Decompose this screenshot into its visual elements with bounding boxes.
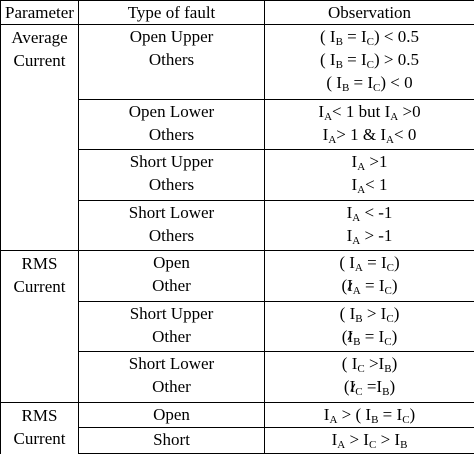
observation-line: IA > -1	[346, 225, 393, 247]
observation-line: IA< 1 but IA >0	[318, 102, 421, 124]
fault-type-line: Short Upper	[129, 152, 214, 172]
fault-type-line: Short Upper	[129, 303, 214, 323]
observation-line: IA > ( IB = IC)	[323, 404, 416, 426]
observation-cell: ( IB > IC)(IB = IC)	[264, 300, 474, 352]
fault-type-line: Short Lower	[128, 354, 215, 374]
table-row: Short IA > IC > IB	[1, 427, 474, 454]
observation-cell: ( IA = IC)(IA = IC)	[264, 250, 474, 302]
fault-type-line: Others	[148, 50, 195, 69]
header-observation: Observation	[264, 0, 474, 25]
observation-cell: IA > IC > IB	[264, 427, 474, 454]
parameter-line: RMS	[21, 254, 58, 274]
fault-type-line: Short	[153, 430, 190, 450]
fault-type-cell: Short	[78, 427, 265, 454]
parameter-line: Current	[13, 51, 66, 70]
fault-type-line: Others	[148, 125, 195, 145]
observation-line: ( IB > IC)	[339, 303, 400, 325]
table-row: RMS Current Open IA > ( IB = IC)	[0, 401, 474, 454]
observation-line: IA < -1	[346, 202, 393, 224]
observation-cell: ( IB = IC) < 0.5( IB = IC) > 0.5( IB = I…	[264, 23, 474, 100]
observation-line: ( IC >IB)	[341, 354, 398, 376]
fault-type-line: Other	[152, 377, 191, 397]
fault-type-line: Other	[152, 276, 191, 296]
observation-line: ( IB = IC) > 0.5	[319, 50, 420, 71]
fault-type-line: Others	[148, 225, 195, 245]
parameter-line: RMS	[21, 405, 58, 425]
fault-type-line: Open	[153, 253, 190, 273]
observation-line: IA< 1	[351, 175, 388, 197]
observation-line: (IC =IB)	[343, 377, 396, 399]
observation-line: ( IB = IC) < 0.5	[319, 27, 420, 48]
observation-line: IA> 1 & IA< 0	[322, 125, 417, 147]
observation-line: IA >1	[351, 152, 388, 174]
parameter-line: Current	[13, 428, 66, 448]
fault-type-line: Other	[152, 326, 191, 346]
fault-type-line: Open Lower	[128, 102, 215, 122]
fault-type-line: Open Upper	[129, 27, 214, 46]
observation-cell: IA > ( IB = IC)	[264, 401, 474, 428]
fault-type-line: Short Lower	[128, 202, 215, 222]
parameter-cell: RMS Current	[0, 250, 79, 402]
parameter-line: Current	[13, 277, 66, 297]
fault-type-line: Open	[153, 404, 190, 424]
observation-line: ( IA = IC)	[339, 253, 400, 275]
observation-line: IA > IC > IB	[331, 430, 408, 452]
observation-line: (IB = IC)	[341, 326, 398, 348]
fault-type-line: Others	[148, 175, 195, 195]
observation-line: (IA = IC)	[341, 276, 398, 298]
observation-line: ( IB = IC) < 0	[326, 73, 413, 94]
header-parameter: Parameter	[0, 0, 79, 25]
parameter-line: Average	[11, 28, 68, 47]
observation-cell: ( IC >IB)(IC =IB)	[264, 351, 474, 402]
header-type-of-fault: Type of fault	[78, 0, 265, 25]
header-row: Parameter Type of fault Observation	[0, 0, 474, 25]
parameter-cell: RMS Current	[0, 401, 79, 454]
fault-type-cell: Open	[78, 401, 265, 428]
